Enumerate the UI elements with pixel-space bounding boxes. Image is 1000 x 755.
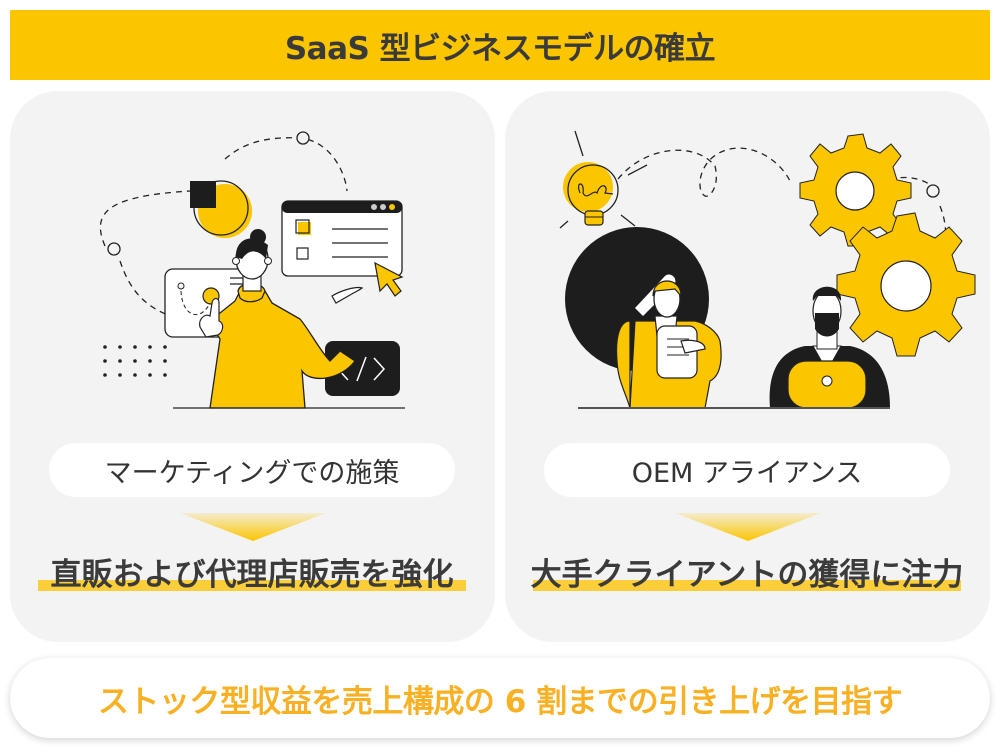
node-circle-icon — [926, 184, 940, 198]
result-text: 直販および代理店販売を強化 — [50, 557, 454, 593]
dashed-path — [617, 147, 791, 197]
highlight-underline — [38, 580, 466, 591]
page-title: SaaS 型ビジネスモデルの確立 — [284, 30, 716, 67]
oem-alliance-illustration — [559, 130, 976, 409]
woman-clipboard-figure — [615, 280, 722, 409]
panel-oem: OEM アライアンス 大手クライアントの獲得に注力 — [505, 91, 990, 642]
light-bulb-icon — [559, 130, 648, 229]
browser-window-icon — [281, 200, 403, 277]
strategy-label: OEM アライアンス — [631, 457, 863, 489]
arrow-down-icon — [180, 513, 326, 541]
goal-banner: ストック型収益を売上構成の 6 割までの引き上げを目指す — [10, 658, 990, 738]
woman-figure — [199, 229, 364, 409]
result-text: 大手クライアントの獲得に注力 — [530, 557, 964, 593]
result-text-block: 直販および代理店販売を強化 — [38, 549, 466, 593]
gear-icon — [836, 212, 976, 357]
result-text-block: 大手クライアントの獲得に注力 — [530, 549, 964, 593]
goal-text: ストック型収益を売上構成の 6 割までの引き上げを目指す — [97, 683, 903, 720]
dot-grid — [103, 345, 167, 377]
strategy-label: マーケティングでの施策 — [104, 457, 400, 489]
cursor-icon — [374, 261, 404, 297]
pie-chart-icon — [190, 180, 252, 238]
strategy-label-pill: OEM アライアンス — [544, 443, 950, 497]
node-circle-icon — [107, 242, 121, 256]
marketing-woman-illustration — [99, 131, 405, 409]
arrow-down-icon — [675, 513, 821, 541]
node-circle-icon — [296, 131, 310, 145]
title-bar: SaaS 型ビジネスモデルの確立 — [10, 10, 990, 80]
highlight-underline — [533, 580, 961, 591]
panel-marketing: マーケティングでの施策 直販および代理店販売を強化 — [10, 91, 495, 642]
man-laptop-figure — [769, 286, 890, 409]
dashed-path — [119, 260, 171, 317]
gear-icon — [799, 133, 912, 247]
strategy-label-pill: マーケティングでの施策 — [49, 443, 455, 497]
